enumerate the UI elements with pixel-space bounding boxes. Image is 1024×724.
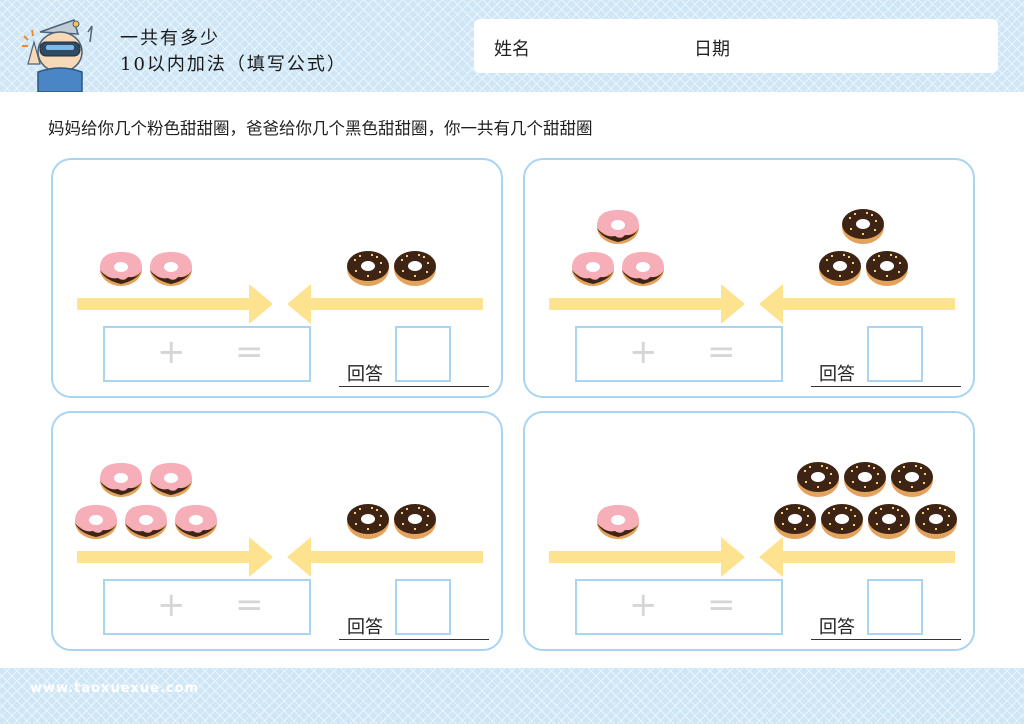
chocolate-donut-icon [392, 497, 438, 541]
pink-donut-icon [123, 497, 169, 541]
date-label: 日期 [694, 39, 730, 60]
equals-sign: = [235, 585, 264, 625]
answer-label: 回答 [347, 364, 383, 385]
left-arrow-icon [287, 537, 483, 577]
equation-box[interactable]: + = [575, 579, 783, 635]
robot-mascot-icon [22, 19, 93, 92]
chocolate-donut-icon [795, 455, 841, 499]
plus-sign: + [629, 332, 658, 372]
plus-sign: + [629, 585, 658, 625]
answer-label: 回答 [819, 364, 855, 385]
pink-donut-icon [148, 244, 194, 288]
pink-donut-icon [595, 497, 641, 541]
chocolate-donut-icon [864, 244, 910, 288]
equals-sign: = [707, 585, 736, 625]
left-arrow-icon [759, 537, 955, 577]
chocolate-donut-icon [866, 497, 912, 541]
equation-box[interactable]: + = [103, 326, 311, 382]
chocolate-donut-icon [392, 244, 438, 288]
chocolate-donut-icon [819, 497, 865, 541]
website-url: www.taoxuexue.com [30, 681, 200, 696]
problem-card-4: + = 回答 [523, 411, 975, 651]
chocolate-donut-icon [345, 244, 391, 288]
right-arrow-icon [549, 537, 745, 577]
chocolate-donut-icon [842, 455, 888, 499]
pink-donut-icon [148, 455, 194, 499]
chocolate-donut-icon [889, 455, 935, 499]
instruction-text: 妈妈给你几个粉色甜甜圈，爸爸给你几个黑色甜甜圈，你一共有几个甜甜圈 [48, 119, 593, 138]
pink-donut-icon [73, 497, 119, 541]
problem-card-2: + = 回答 [523, 158, 975, 398]
equation-box[interactable]: + = [575, 326, 783, 382]
answer-box[interactable] [395, 579, 451, 635]
right-arrow-icon [77, 284, 273, 324]
answer-label: 回答 [819, 617, 855, 638]
pink-donut-icon [98, 244, 144, 288]
pink-donut-icon [98, 455, 144, 499]
answer-underline [811, 639, 961, 640]
equals-sign: = [707, 332, 736, 372]
answer-underline [339, 639, 489, 640]
pink-donut-icon [595, 202, 641, 246]
name-label: 姓名 [494, 39, 530, 60]
pink-donut-icon [620, 244, 666, 288]
equals-sign: = [235, 332, 264, 372]
chocolate-donut-icon [345, 497, 391, 541]
chocolate-donut-icon [772, 497, 818, 541]
right-arrow-icon [549, 284, 745, 324]
answer-box[interactable] [867, 579, 923, 635]
right-arrow-icon [77, 537, 273, 577]
chocolate-donut-icon [817, 244, 863, 288]
chocolate-donut-icon [840, 202, 886, 246]
answer-underline [339, 386, 489, 387]
left-arrow-icon [759, 284, 955, 324]
chocolate-donut-icon [913, 497, 959, 541]
name-date-box: 姓名 日期 [474, 19, 998, 73]
answer-underline [811, 386, 961, 387]
footer-band [0, 668, 1024, 724]
problem-card-3: + = 回答 [51, 411, 503, 651]
equation-box[interactable]: + = [103, 579, 311, 635]
answer-label: 回答 [347, 617, 383, 638]
plus-sign: + [157, 585, 186, 625]
answer-box[interactable] [395, 326, 451, 382]
worksheet-subtitle: 10以内加法（填写公式） [120, 54, 347, 75]
plus-sign: + [157, 332, 186, 372]
problem-card-1: + = 回答 [51, 158, 503, 398]
left-arrow-icon [287, 284, 483, 324]
answer-box[interactable] [867, 326, 923, 382]
worksheet-title: 一共有多少 [120, 28, 220, 49]
pink-donut-icon [570, 244, 616, 288]
pink-donut-icon [173, 497, 219, 541]
